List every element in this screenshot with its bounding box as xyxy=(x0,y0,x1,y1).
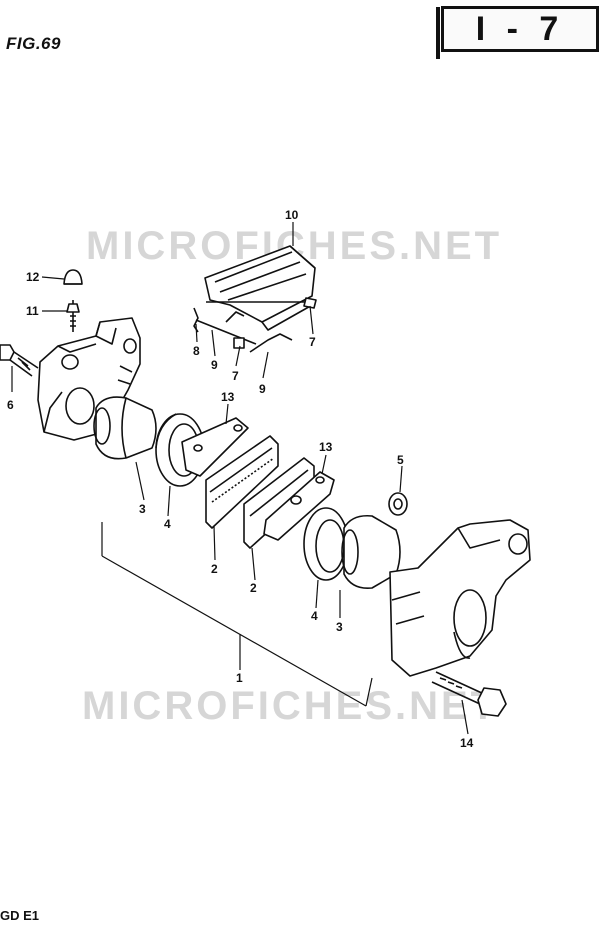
model-code: GD E1 xyxy=(0,908,40,923)
callout-4-left: 4 xyxy=(164,517,171,531)
callout-13-right: 13 xyxy=(319,440,333,454)
callout-12: 12 xyxy=(26,270,40,284)
callout-6: 6 xyxy=(7,398,14,412)
callout-4-right: 4 xyxy=(311,609,318,623)
leader-lines xyxy=(11,222,469,735)
callout-11: 11 xyxy=(26,304,39,318)
callout-10: 10 xyxy=(285,208,299,222)
callout-13-left: 13 xyxy=(221,390,235,404)
callout-3-left: 3 xyxy=(139,502,146,516)
washer-part-5 xyxy=(388,492,408,516)
bleeder-screw-part-11 xyxy=(66,300,80,332)
callout-9-lower: 9 xyxy=(259,382,266,396)
callout-1: 1 xyxy=(236,671,243,685)
figure-title: FIG.69 xyxy=(6,34,61,53)
mounting-bolt-part-14 xyxy=(431,671,507,717)
brake-pad-left-part-2 xyxy=(205,435,279,529)
piston-right-part-3 xyxy=(341,514,401,590)
pad-pin-upper-part-7 xyxy=(206,297,317,309)
page-reference-box: I - 7 xyxy=(436,6,599,59)
callout-2-right: 2 xyxy=(250,581,257,595)
shim-right-part-13 xyxy=(263,471,335,541)
callout-5: 5 xyxy=(397,453,404,467)
pad-pin-lower-part-7 xyxy=(195,319,257,349)
callout-8: 8 xyxy=(193,344,200,358)
caliper-right-housing xyxy=(389,519,531,677)
pin-clip-lower-part-9 xyxy=(249,333,293,353)
shim-left-part-13 xyxy=(181,417,249,477)
piston-left-part-3 xyxy=(93,396,157,460)
callout-14: 14 xyxy=(460,736,474,750)
mounting-bolt-part-6 xyxy=(0,344,39,377)
watermark-bottom: MICROFICHES.NET xyxy=(82,684,499,728)
callout-2-left: 2 xyxy=(211,562,218,576)
bleeder-cap-part-12 xyxy=(63,269,83,285)
pin-clip-upper-part-9 xyxy=(225,311,245,323)
callout-7-upper: 7 xyxy=(309,335,316,349)
piston-seal-right-part-4 xyxy=(303,507,349,581)
callout-9-upper: 9 xyxy=(211,358,218,372)
pad-spring-part-10 xyxy=(204,245,316,331)
callout-3-right: 3 xyxy=(336,620,343,634)
callout-7-lower: 7 xyxy=(232,369,239,383)
